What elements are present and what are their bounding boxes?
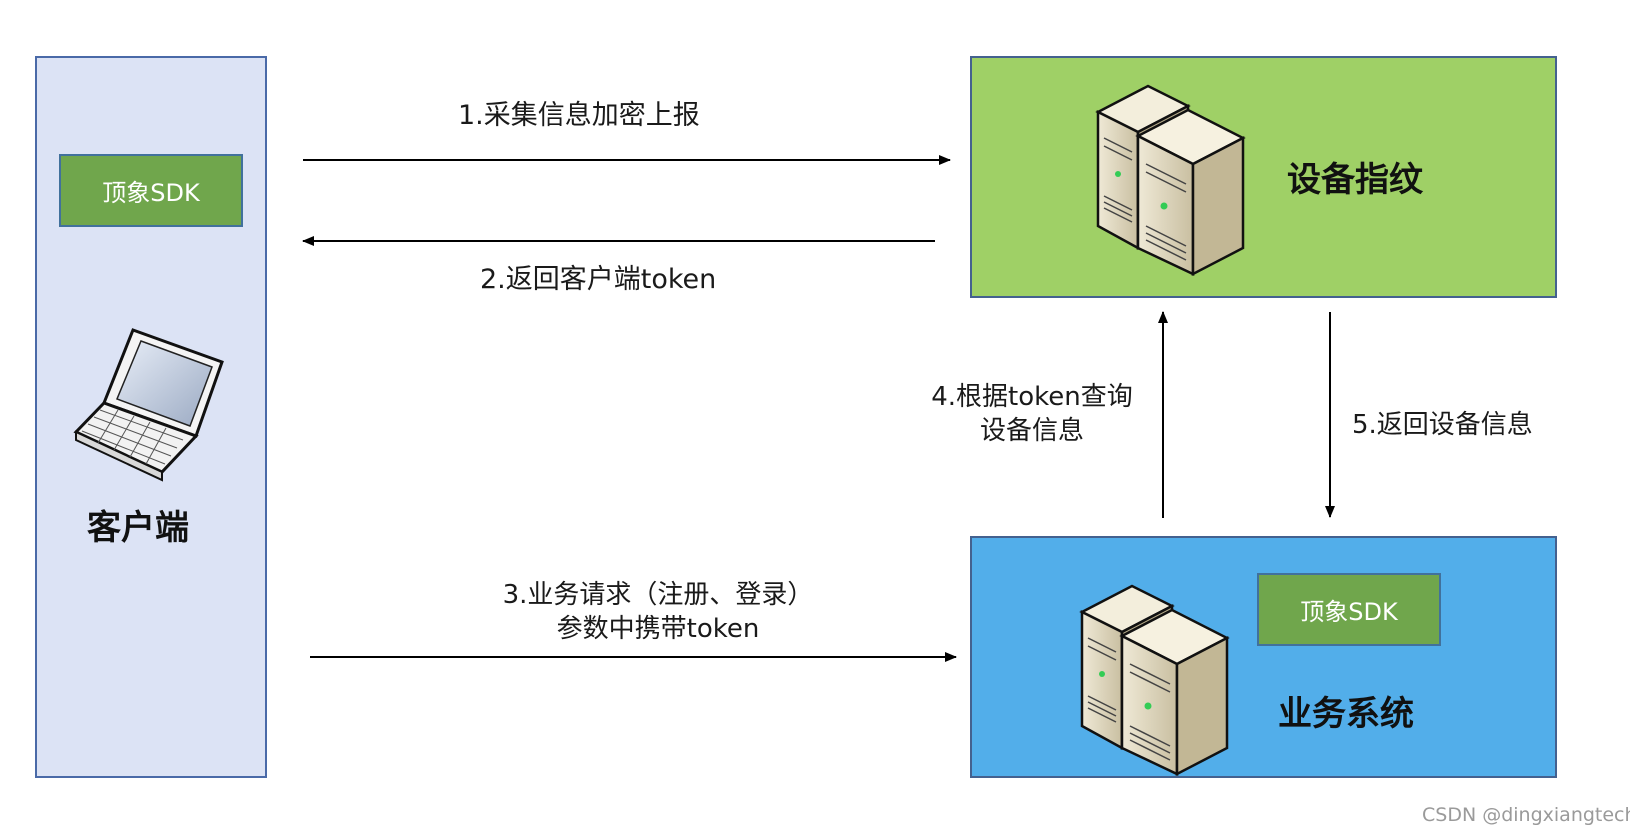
client-title: 客户端 (87, 508, 189, 548)
business-sdk-label: 顶象SDK (1300, 598, 1398, 626)
business-sdk-box: 顶象SDK (1257, 573, 1441, 646)
step5-label: 5.返回设备信息 (1352, 410, 1533, 440)
step1-label: 1.采集信息加密上报 (458, 100, 700, 131)
step2-label: 2.返回客户端token (480, 264, 717, 295)
step4-line2: 设备信息 (979, 416, 1084, 446)
business-system-title: 业务系统 (1278, 694, 1414, 734)
device-fingerprint-title: 设备指纹 (1287, 160, 1423, 200)
watermark: CSDN @dingxiangtech (1422, 804, 1630, 826)
step4-line1: 4.根据token查询 (931, 382, 1133, 412)
step3-label: 3.业务请求（注册、登录） 参数中携带token (478, 578, 838, 646)
client-sdk-box: 顶象SDK (59, 154, 243, 227)
step3-line1: 3.业务请求（注册、登录） (502, 580, 814, 610)
client-sdk-label: 顶象SDK (102, 179, 200, 207)
step4-label: 4.根据token查询 设备信息 (922, 380, 1142, 448)
device-fingerprint-panel (970, 56, 1557, 298)
step3-line2: 参数中携带token (556, 614, 760, 644)
